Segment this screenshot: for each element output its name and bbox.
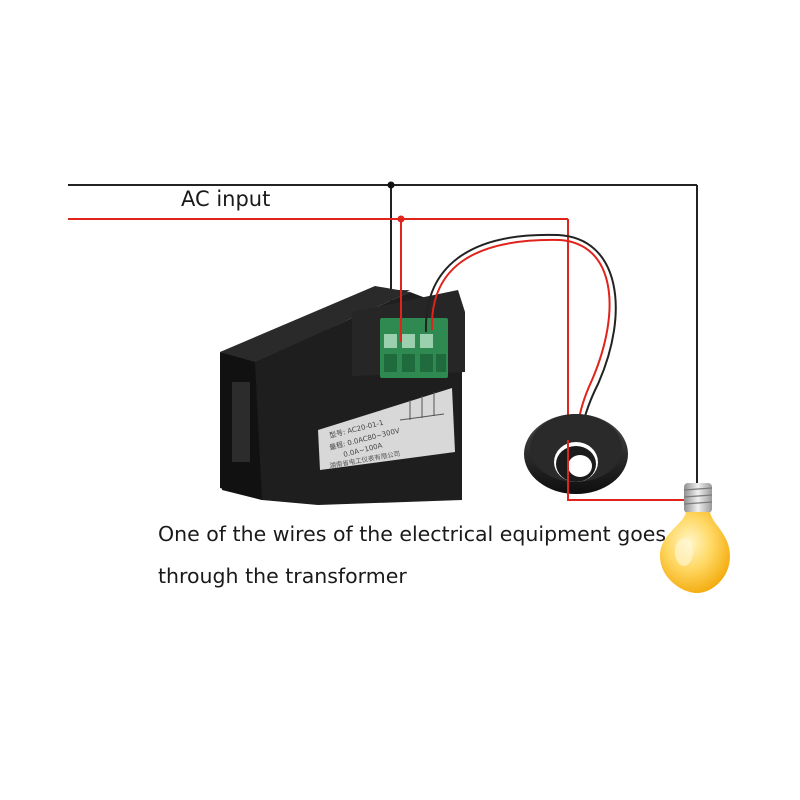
caption-line-1: One of the wires of the electrical equip…: [158, 522, 667, 546]
ac-input-label: AC input: [181, 187, 271, 211]
current-transformer-ring-icon: [524, 414, 628, 494]
meter-label-sticker: 型号: AC20-01-1 量程: 0.0AC80~300V 0.0A~100A…: [318, 388, 455, 470]
light-bulb-icon: [660, 483, 730, 593]
live-junction-dot: [397, 215, 405, 223]
transformer-leads: [424, 233, 617, 429]
neutral-junction-dot: [387, 181, 395, 189]
caption-line-2: through the transformer: [158, 564, 407, 588]
panel-meter-icon: 型号: AC20-01-1 量程: 0.0AC80~300V 0.0A~100A…: [220, 286, 465, 505]
terminal-block: [380, 318, 448, 378]
